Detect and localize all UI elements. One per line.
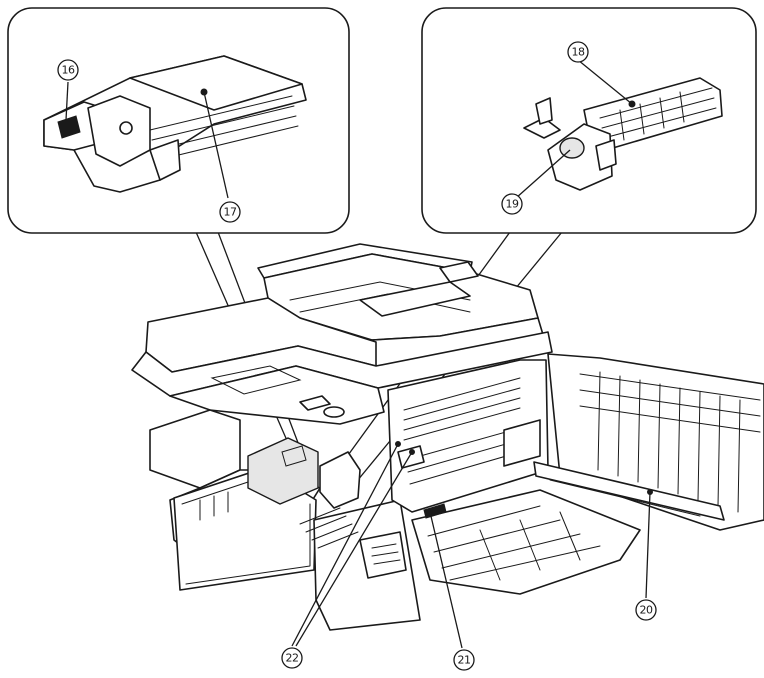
label-16-text: 16 bbox=[62, 64, 75, 77]
toner-cartridge-drawing bbox=[43, 55, 307, 193]
label-20: 20 bbox=[635, 489, 657, 621]
label-22: 22 bbox=[281, 441, 415, 669]
drum-cartridge-callout: 18 19 bbox=[421, 7, 757, 234]
copier-machine bbox=[131, 243, 764, 631]
label-17: 17 bbox=[203, 91, 241, 223]
label-17-text: 17 bbox=[224, 206, 237, 219]
label-19: 19 bbox=[501, 149, 571, 215]
label-21: 21 bbox=[427, 509, 475, 671]
drum-cartridge-drawing bbox=[523, 77, 723, 191]
toner-cartridge-callout: 16 17 bbox=[7, 7, 350, 234]
label-21-text: 21 bbox=[458, 654, 471, 667]
label-22-text: 22 bbox=[286, 652, 299, 665]
label-18-text: 18 bbox=[572, 46, 585, 59]
label-16: 16 bbox=[57, 59, 79, 121]
label-18: 18 bbox=[567, 41, 633, 105]
label-20-text: 20 bbox=[640, 604, 653, 617]
label-19-text: 19 bbox=[506, 198, 519, 211]
